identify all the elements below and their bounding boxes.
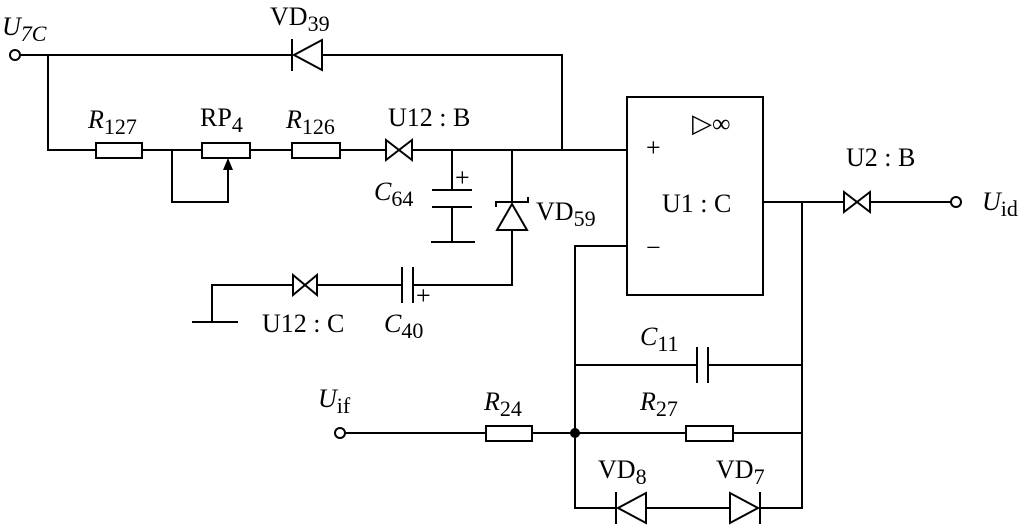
capacitor-c64: [432, 189, 472, 208]
label-c11: C11: [640, 322, 679, 356]
label-u12b: U12 : B: [388, 103, 470, 132]
label-r127: R127: [87, 105, 137, 139]
resistor-r126: [291, 142, 341, 159]
label-u1c: U1 : C: [662, 189, 731, 218]
capacitor-c40: [401, 267, 414, 303]
resistor-r24: [485, 425, 533, 442]
label-vd39: VD39: [270, 2, 330, 36]
terminal-uid: [950, 196, 962, 208]
opamp-symbol: ▷∞: [692, 109, 731, 138]
label-c40-plus: +: [416, 281, 431, 310]
label-u2b: U2 : B: [846, 143, 915, 172]
switch-u2b: [843, 189, 871, 215]
label-uif: Uif: [318, 384, 351, 418]
capacitor-c11: [696, 347, 709, 383]
label-c64: C64: [374, 177, 413, 211]
label-c40: C40: [384, 309, 423, 343]
diode-vd59: [495, 197, 529, 231]
label-uid: Uid: [982, 187, 1018, 221]
diode-vd7: [729, 491, 761, 525]
wires: [19, 54, 951, 509]
label-r27: R27: [639, 387, 678, 421]
junction-dot: [570, 428, 580, 438]
switch-u12c: [292, 272, 318, 298]
resistor-r27: [685, 425, 734, 442]
terminal-u7c: [9, 49, 21, 61]
diode-vd39: [291, 38, 323, 72]
label-c64-plus: +: [455, 163, 470, 192]
terminal-uif: [334, 427, 346, 439]
label-vd7: VD7: [716, 455, 765, 489]
label-opamp-minus: −: [646, 233, 661, 262]
potentiometer-rp4: [201, 142, 251, 159]
label-r126: R126: [285, 105, 335, 139]
rp4-wiper-arrow: [223, 158, 233, 170]
opamp-u1c-box: [626, 96, 764, 296]
resistor-r127: [95, 142, 143, 159]
label-u12c: U12 : C: [262, 309, 344, 338]
label-r24: R24: [483, 387, 522, 421]
switch-u12b: [385, 137, 413, 163]
label-rp4: RP4: [200, 103, 243, 137]
diode-vd8: [615, 491, 647, 525]
label-vd8: VD8: [598, 455, 647, 489]
label-vd59: VD59: [536, 197, 596, 231]
label-u7c: U7C: [2, 12, 47, 46]
label-opamp-plus: +: [646, 133, 661, 162]
